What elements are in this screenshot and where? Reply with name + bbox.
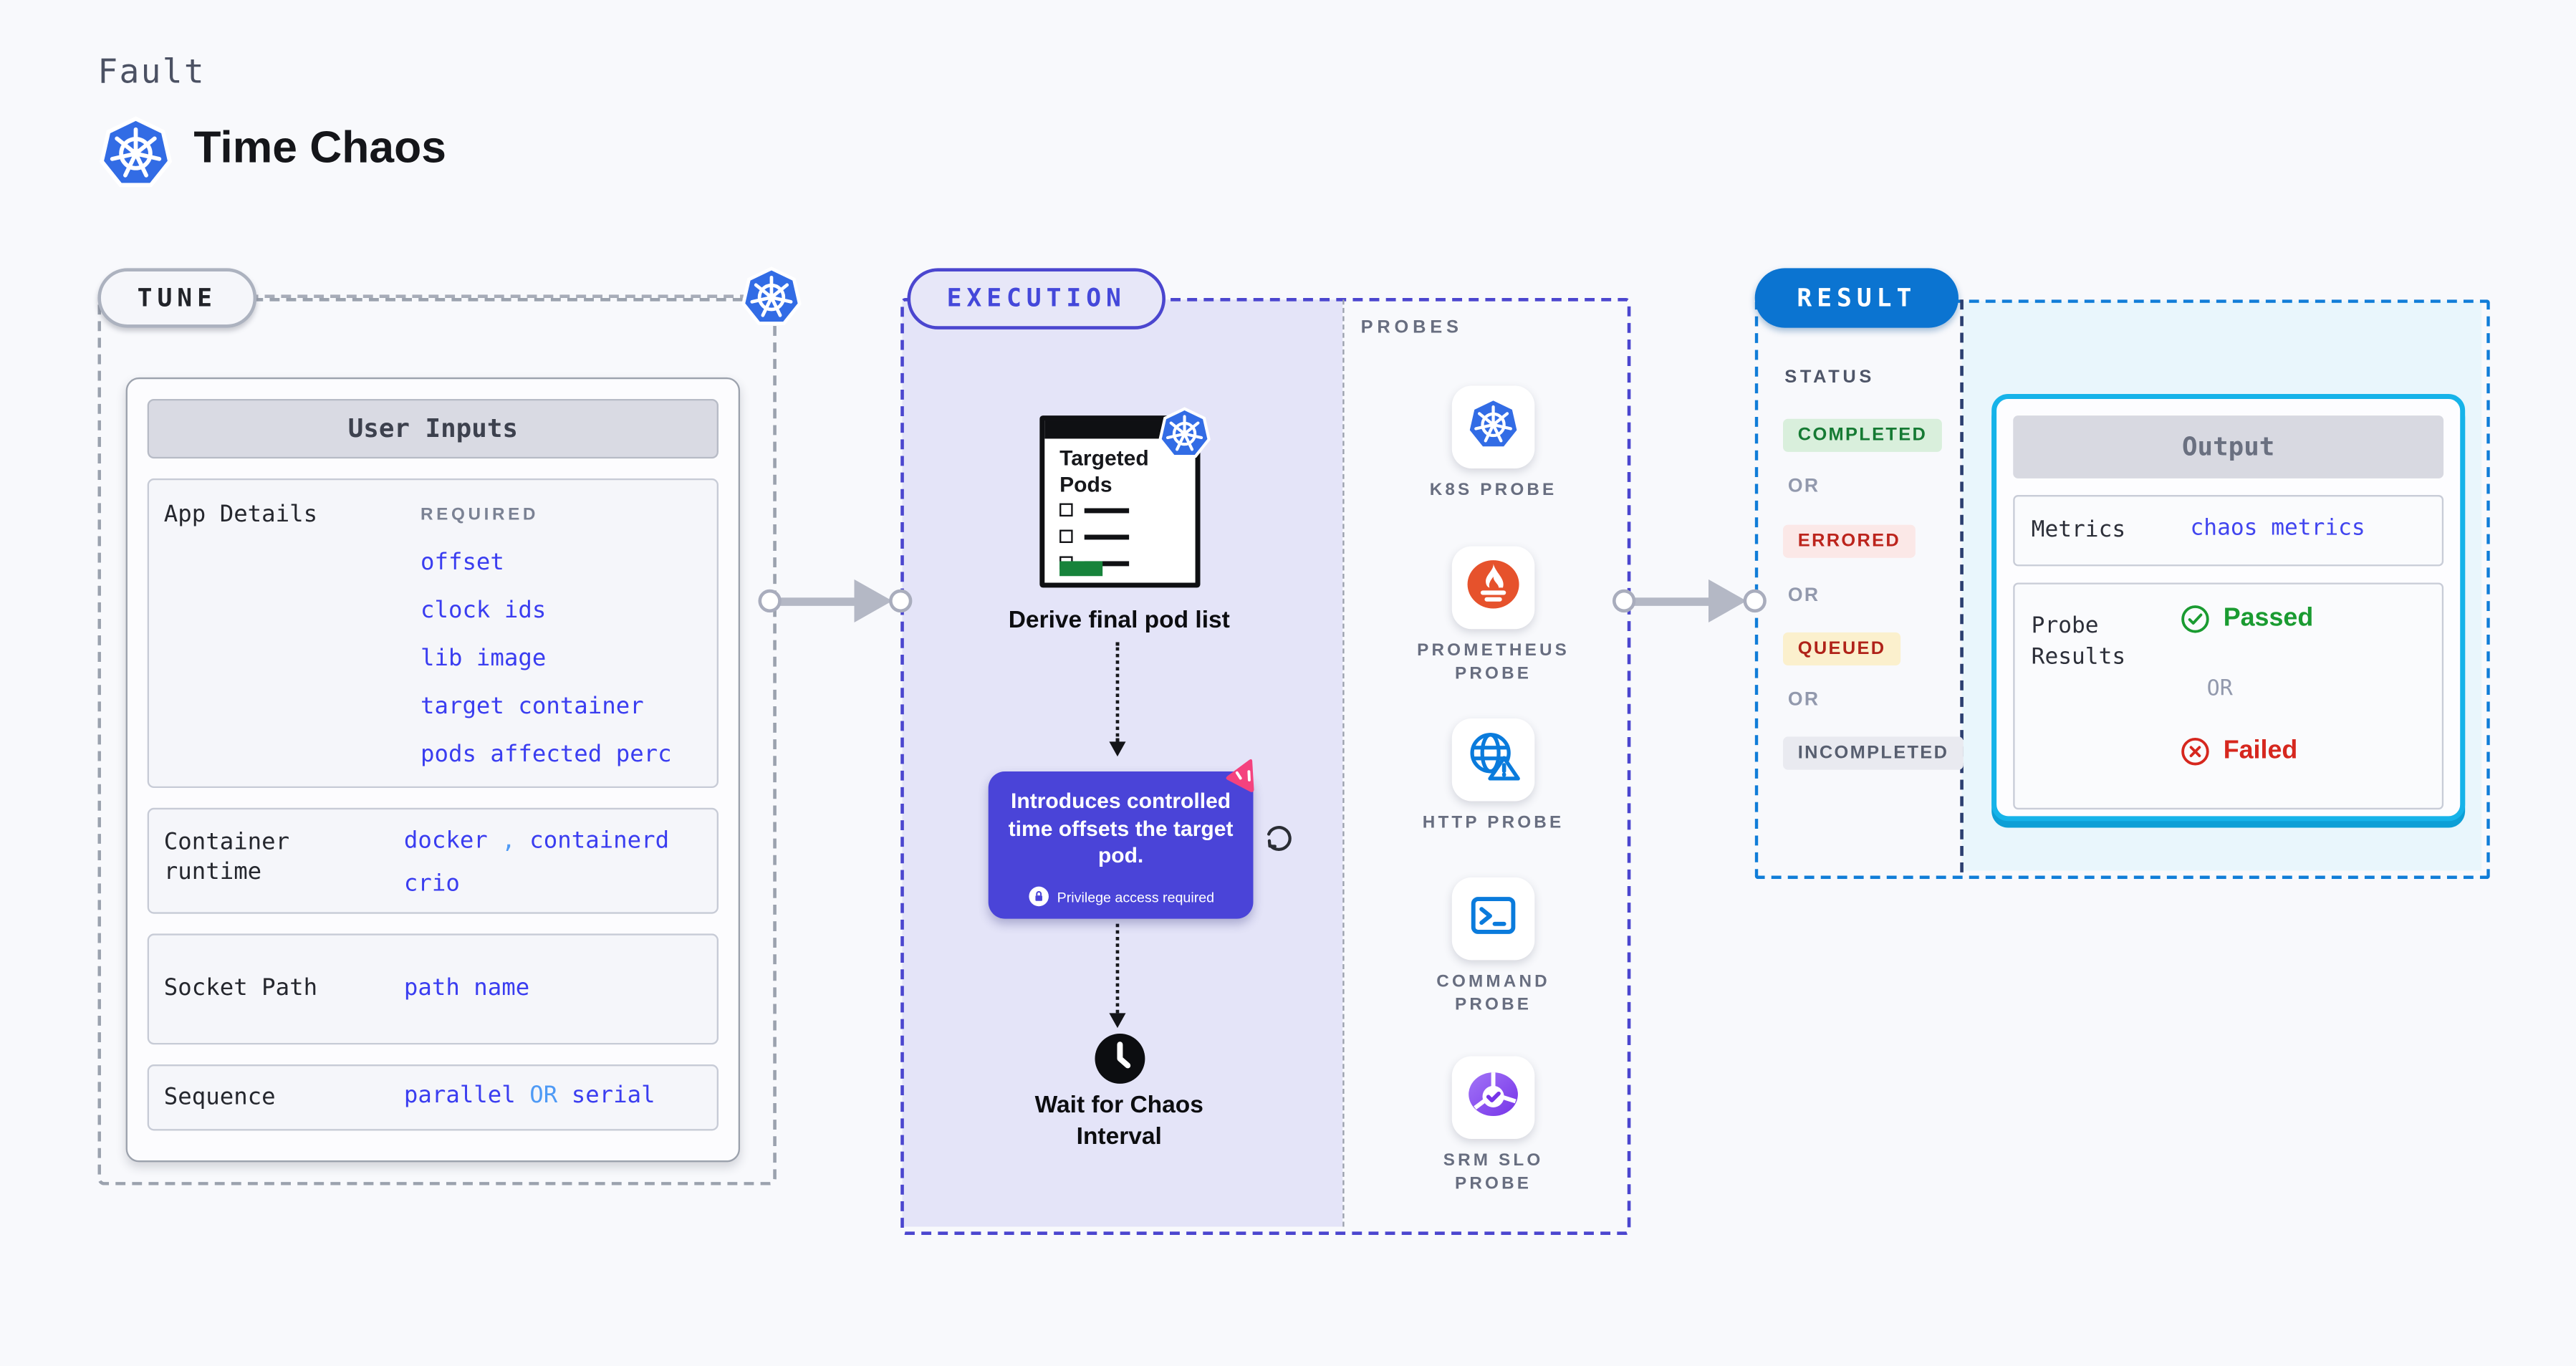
value-offset: offset <box>420 549 504 577</box>
value-path-name: path name <box>403 975 530 1002</box>
prometheus-icon <box>1465 557 1522 620</box>
comma-separator: , <box>501 827 516 855</box>
value-clock-ids: clock ids <box>420 597 547 625</box>
execution-badge: EXECUTION <box>907 268 1166 330</box>
status-badge-incompleted: INCOMPLETED <box>1783 736 1964 770</box>
derive-pod-list-caption: Derive final pod list <box>1008 607 1230 635</box>
metrics-row: Metrics chaos metrics <box>2013 495 2444 567</box>
clock-icon <box>1092 1031 1147 1086</box>
socket-path-row: Socket Path path name <box>147 933 719 1045</box>
kubernetes-icon <box>740 263 803 329</box>
execution-section <box>900 297 1631 1236</box>
probes-title: PROBES <box>1360 317 1463 338</box>
value-parallel: parallel <box>403 1082 516 1110</box>
connector-dot <box>758 589 782 613</box>
probe-srm-slo <box>1451 1056 1535 1140</box>
socket-path-label: Socket Path <box>163 975 318 1002</box>
flow-dotted-line <box>1115 642 1120 742</box>
fault-eyebrow: Fault <box>97 51 206 92</box>
probe-label: SRM SLO PROBE <box>1443 1150 1544 1194</box>
sequence-values: parallel OR serial <box>404 1082 655 1109</box>
privilege-note: Privilege access required <box>1057 888 1215 905</box>
wait-chaos-interval-caption: Wait for Chaos Interval <box>1034 1092 1203 1151</box>
passed-label: Passed <box>2223 604 2314 633</box>
execution-probes-divider <box>1342 299 1345 1227</box>
failed-label: Failed <box>2223 736 2298 765</box>
status-badge-errored: ERRORED <box>1783 524 1916 558</box>
or-label: OR <box>2206 677 2233 702</box>
arrow-down-icon <box>1108 741 1125 757</box>
status-badge-queued: QUEUED <box>1783 632 1901 666</box>
lock-icon <box>1027 885 1049 907</box>
container-runtime-row: Container runtime docker , containerd cr… <box>147 807 719 914</box>
connector-dot <box>889 589 913 613</box>
connector-dot <box>1743 589 1767 613</box>
or-label: OR <box>1787 586 1820 606</box>
probe-results-label: Probe Results <box>2031 612 2126 670</box>
probe-k8s <box>1451 385 1535 469</box>
user-inputs-card: User Inputs App Details REQUIRED offset … <box>125 377 741 1163</box>
chaos-description-tooltip: Introduces controlled time offsets the t… <box>988 771 1254 919</box>
result-inner-divider <box>1960 299 1964 872</box>
kubernetes-icon <box>1465 395 1522 458</box>
kubernetes-icon <box>97 112 173 192</box>
output-card: Output Metrics chaos metrics Probe Resul… <box>1991 394 2466 822</box>
tune-section <box>97 297 777 1185</box>
pie-check-icon <box>1465 1066 1522 1129</box>
metrics-label: Metrics <box>2031 516 2126 544</box>
tooltip-text: Introduces controlled time offsets the t… <box>1008 788 1234 867</box>
status-badge-completed: COMPLETED <box>1783 418 1943 452</box>
container-runtime-label: Container runtime <box>163 829 290 886</box>
probe-command <box>1451 877 1535 961</box>
probe-label: HTTP PROBE <box>1422 812 1565 833</box>
value-crio: crio <box>403 870 460 898</box>
value-serial: serial <box>571 1082 655 1110</box>
app-details-values: offset clock ids lib image target contai… <box>420 539 672 779</box>
user-inputs-title: User Inputs <box>147 398 719 459</box>
value-pods-affected-perc: pods affected perc <box>420 741 672 769</box>
probe-results-row: Probe Results Passed OR Failed <box>2013 582 2444 810</box>
connector-dot <box>1612 589 1636 613</box>
or-separator: OR <box>529 1082 558 1110</box>
kubernetes-icon <box>1157 404 1211 462</box>
or-label: OR <box>1787 476 1820 497</box>
status-title: STATUS <box>1784 367 1875 388</box>
loop-retry-icon <box>1261 821 1297 856</box>
failed-result: Failed <box>2181 736 2298 766</box>
arrow-down-icon <box>1108 1013 1125 1029</box>
probe-http <box>1451 718 1535 802</box>
probe-prometheus <box>1451 546 1535 630</box>
probe-label: K8S PROBE <box>1429 480 1557 500</box>
x-circle-icon <box>2181 736 2211 766</box>
sequence-row: Sequence parallel OR serial <box>147 1064 719 1131</box>
tune-kubernetes-connector-line <box>248 294 750 298</box>
tune-badge: TUNE <box>97 268 257 328</box>
value-docker: docker <box>403 827 488 855</box>
globe-warning-icon <box>1465 728 1522 792</box>
metrics-value: chaos metrics <box>2190 514 2365 542</box>
probe-label: PROMETHEUS PROBE <box>1417 640 1570 684</box>
value-target-container: target container <box>420 693 644 721</box>
terminal-icon <box>1465 888 1522 951</box>
sequence-label: Sequence <box>163 1084 276 1111</box>
page-title: Time Chaos <box>193 122 446 173</box>
result-badge: RESULT <box>1754 268 1959 328</box>
value-containerd: containerd <box>529 827 670 855</box>
value-lib-image: lib image <box>420 645 547 673</box>
container-runtime-values-line1: docker , containerd <box>404 828 669 855</box>
targeted-pods-title: Targeted Pods <box>1059 445 1149 497</box>
progress-bar <box>1059 561 1103 576</box>
check-circle-icon <box>2181 605 2211 635</box>
flow-dotted-line <box>1115 923 1120 1014</box>
passed-result: Passed <box>2181 604 2314 635</box>
output-title: Output <box>2013 415 2444 478</box>
app-details-row: App Details REQUIRED offset clock ids li… <box>147 478 719 789</box>
app-details-label: App Details <box>163 501 318 529</box>
required-tag: REQUIRED <box>420 504 539 525</box>
litmus-chaos-icon <box>1225 755 1264 794</box>
probe-label: COMMAND PROBE <box>1436 971 1550 1015</box>
or-label: OR <box>1787 690 1820 711</box>
